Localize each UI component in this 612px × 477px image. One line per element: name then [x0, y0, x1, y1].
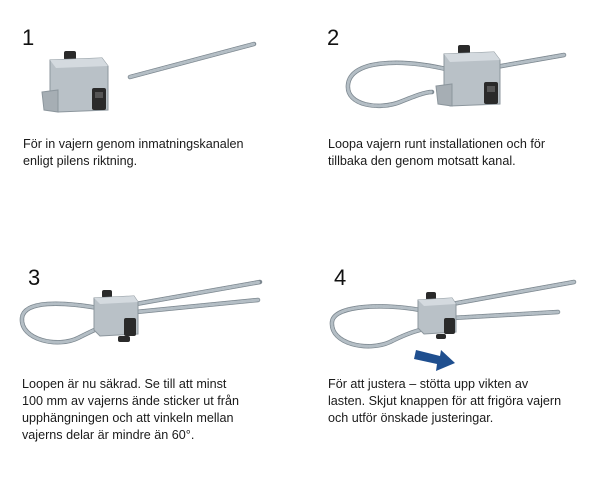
wire-loop: [20, 302, 106, 344]
caption-line: upphängningen och att vinkeln mellan: [22, 411, 234, 425]
step-number: 1: [22, 25, 35, 50]
caption-line: För att justera – stötta upp vikten av: [328, 377, 529, 391]
caption-line: och utför önskade justeringar.: [328, 411, 494, 425]
wire-tail: [450, 310, 560, 320]
caption-line: lasten. Skjut knappen för att frigöra va…: [328, 394, 562, 408]
wire-gripper: [93, 290, 139, 342]
step-3-illustration: [18, 278, 268, 358]
caption-line: enligt pilens riktning.: [23, 154, 138, 168]
caption-line: tillbaka den genom motsatt kanal.: [328, 154, 516, 168]
step-number: 2: [327, 25, 340, 50]
wire-tail: [134, 298, 260, 314]
caption-line: Loopa vajern runt installationen och för: [328, 137, 546, 151]
wire-gripper: [41, 51, 109, 113]
wire-tail: [450, 280, 576, 306]
caption-line: vajerns delar är mindre än 60°.: [22, 428, 195, 442]
wire-tail: [134, 280, 262, 306]
wire-loop: [346, 61, 452, 108]
step-4-illustration: [328, 278, 578, 378]
step-number: 4: [334, 265, 347, 290]
step-3-caption: Loopen är nu säkrad. Se till att minst 1…: [22, 376, 239, 444]
caption-line: Loopen är nu säkrad. Se till att minst: [22, 377, 227, 391]
step-1-illustration: [40, 40, 260, 120]
wire-loop: [330, 304, 422, 348]
push-arrow-icon: [414, 350, 455, 371]
step-number: 3: [28, 265, 41, 290]
step-4-caption: För att justera – stötta upp vikten av l…: [328, 376, 561, 427]
wire-gripper: [435, 45, 501, 107]
step-2-illustration: [340, 40, 580, 120]
wire: [488, 53, 566, 70]
wire: [128, 42, 256, 79]
wire-gripper: [417, 292, 457, 339]
caption-line: För in vajern genom inmatningskanalen: [23, 137, 244, 151]
step-2-caption: Loopa vajern runt installationen och för…: [328, 136, 545, 170]
step-1-caption: För in vajern genom inmatningskanalen en…: [23, 136, 244, 170]
caption-line: 100 mm av vajerns ände sticker ut från: [22, 394, 239, 408]
